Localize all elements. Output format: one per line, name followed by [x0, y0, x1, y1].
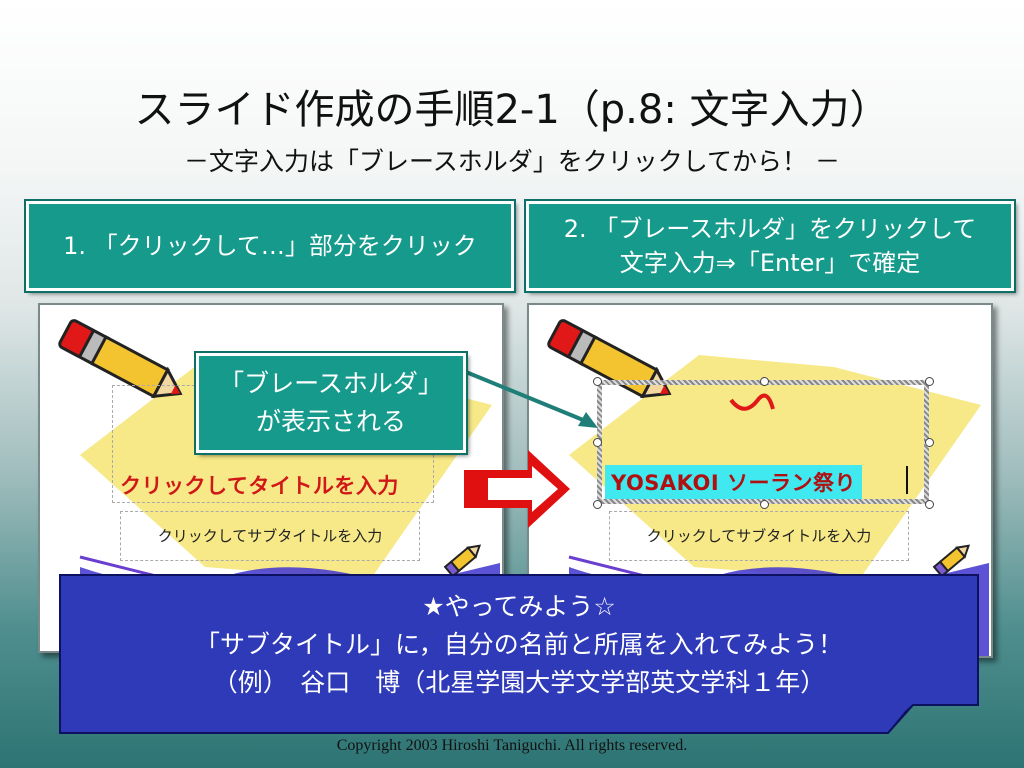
- slide-subtitle: －文字入力は「ブレースホルダ」をクリックしてから！ －: [184, 147, 840, 176]
- step-2-box: 2. 「ブレースホルダ」をクリックして 文字入力⇒「Enter」で確定: [524, 199, 1016, 293]
- step-2-text-line1: 2. 「ブレースホルダ」をクリックして: [563, 215, 977, 243]
- small-pencil-icon-right: [932, 544, 971, 578]
- step-1-box: 1. 「クリックして…」部分をクリック: [24, 199, 516, 293]
- small-pencil-icon: [443, 544, 482, 578]
- callout-pointer-arrow: [465, 370, 598, 428]
- callout-line-2: が表示される: [255, 407, 406, 436]
- resize-handle[interactable]: [593, 500, 602, 509]
- step-1-text: 1. 「クリックして…」部分をクリック: [63, 232, 477, 260]
- resize-handle[interactable]: [925, 500, 934, 509]
- exercise-note-text: ★やってみよう☆ 「サブタイトル」に，自分の名前と所属を入れてみよう！ （例） …: [60, 588, 978, 702]
- resize-handle[interactable]: [925, 377, 934, 386]
- resize-handle[interactable]: [760, 377, 769, 386]
- resize-handle[interactable]: [593, 438, 602, 447]
- right-subtitle-placeholder[interactable]: クリックしてサブタイトルを入力: [609, 511, 909, 561]
- placeholder-callout: 「ブレースホルダ」 が表示される: [194, 351, 468, 455]
- exercise-note-box: [59, 574, 979, 734]
- step-2-text-line2: 文字入力⇒「Enter」で確定: [619, 249, 921, 277]
- slide-title: スライド作成の手順2-1（p.8: 文字入力）: [134, 87, 890, 133]
- text-cursor: [906, 466, 908, 494]
- typed-title-text[interactable]: YOSAKOI ソーラン祭り: [605, 465, 862, 499]
- left-subtitle-placeholder[interactable]: クリックしてサブタイトルを入力: [120, 511, 420, 561]
- resize-handle[interactable]: [925, 438, 934, 447]
- red-arrow-icon: [464, 450, 570, 528]
- resize-handle[interactable]: [760, 500, 769, 509]
- copyright-footer: Copyright 2003 Hiroshi Taniguchi. All ri…: [336, 737, 688, 754]
- note-line-1: ★やってみよう☆: [422, 592, 616, 621]
- note-line-2: 「サブタイトル」に，自分の名前と所属を入れてみよう！: [194, 630, 843, 659]
- note-line-3: （例） 谷口 博（北星学園大学文学部英文学科１年）: [212, 668, 826, 697]
- pencil-icon: [58, 319, 183, 399]
- resize-handle[interactable]: [593, 377, 602, 386]
- callout-line-1: 「ブレースホルダ」: [219, 369, 443, 398]
- left-title-placeholder-text[interactable]: クリックしてタイトルを入力: [120, 474, 399, 498]
